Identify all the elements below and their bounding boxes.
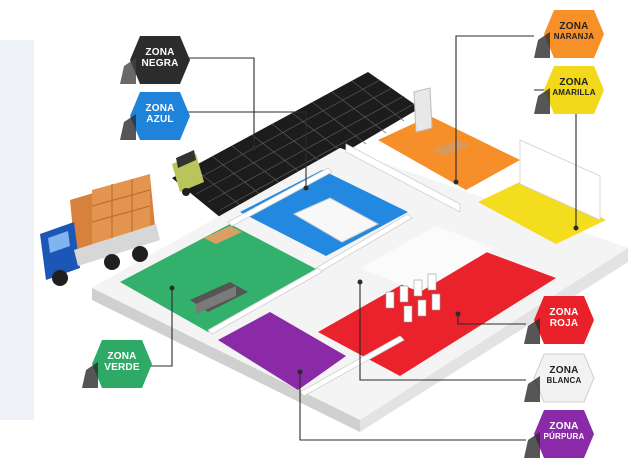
badge-line1: ZONA — [145, 47, 175, 58]
badge-line2: AZUL — [146, 113, 174, 125]
white-zone-floor — [360, 226, 494, 292]
zone-badge-purpura: ZONA PÚRPURA — [524, 410, 594, 458]
forklift — [172, 150, 204, 196]
badge-line2: PÚRPURA — [543, 431, 585, 441]
zone-badge-naranja: ZONA NARANJA — [534, 10, 604, 58]
zone-badge-blanca: ZONA BLANCA — [524, 353, 595, 403]
cabinet — [413, 87, 433, 133]
badge-line2: VERDE — [104, 361, 140, 373]
badge-line2: ROJA — [549, 317, 579, 329]
interior-walls — [207, 139, 601, 397]
zone-badge-azul: ZONA AZUL — [120, 92, 190, 140]
badge-hexagon-icon — [524, 296, 594, 344]
stacked-boxes — [204, 226, 242, 244]
badge-hexagon-icon — [120, 92, 190, 140]
badge-hexagon-icon — [120, 36, 190, 84]
badge-line2: NEGRA — [141, 57, 179, 69]
badge-line1: ZONA — [549, 365, 579, 376]
badge-line1: ZONA — [145, 103, 175, 114]
badge-hexagon-icon — [534, 66, 604, 114]
badge-line1: ZONA — [549, 307, 579, 318]
red-zone-floor — [318, 246, 556, 376]
badge-line1: ZONA — [107, 351, 137, 362]
badge-line2: NARANJA — [553, 31, 595, 41]
badge-hexagon-icon — [534, 10, 604, 58]
blue-zone-table — [292, 197, 380, 243]
orange-zone-crates — [432, 140, 470, 156]
purple-zone-floor — [218, 312, 346, 390]
zone-badge-roja: ZONA ROJA — [524, 296, 594, 344]
badge-line2: BLANCA — [546, 375, 582, 385]
green-zone-floor — [120, 224, 318, 332]
backdrop-panel — [0, 40, 34, 420]
zone-badge-amarilla: ZONA AMARILLA — [534, 66, 604, 114]
badge-line2: AMARILLA — [552, 87, 596, 97]
badge-line1: ZONA — [559, 77, 589, 88]
badge-line1: ZONA — [549, 421, 579, 432]
zone-badge-verde: ZONA VERDE — [82, 340, 152, 388]
delivery-truck — [40, 174, 160, 286]
red-zone-workstations — [385, 273, 441, 323]
zone-badge-negra: ZONA NEGRA — [120, 36, 190, 84]
badge-hexagon-icon — [82, 340, 152, 388]
leader-lines — [148, 35, 579, 441]
badge-line1: ZONA — [559, 21, 589, 32]
green-zone-machine — [190, 282, 248, 314]
badge-hexagon-icon — [524, 410, 594, 458]
badge-hexagon-icon — [524, 353, 595, 403]
